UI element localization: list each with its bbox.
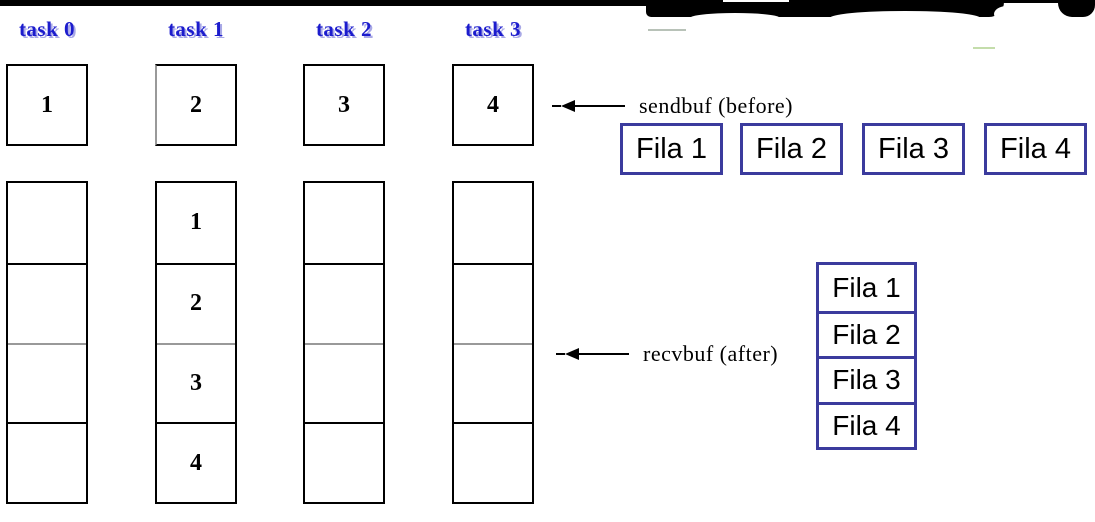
banner-line-right <box>640 0 1095 3</box>
task-1-label: task 1 <box>167 17 225 41</box>
fila-stack-cell-2: Fila 2 <box>819 310 914 357</box>
sendbuf-label: sendbuf (before) <box>639 93 793 118</box>
recv-cell <box>8 262 86 343</box>
recv-cell: 3 <box>157 342 235 423</box>
fila-3-box: Fila 3 <box>862 123 965 175</box>
recv-cell <box>305 262 383 343</box>
recv-cell: 2 <box>157 262 235 343</box>
fila-stack: Fila 1 Fila 2 Fila 3 Fila 4 <box>816 262 917 450</box>
arrow-shaft <box>575 105 625 107</box>
left-arrow-icon <box>556 353 565 355</box>
recv-cell <box>305 183 383 263</box>
recv-cell <box>454 422 532 502</box>
banner-bar-left <box>0 0 650 6</box>
banner-white-wave <box>830 11 980 25</box>
task-1-sendbuf-cell: 2 <box>155 64 237 146</box>
fila-stack-cell-3: Fila 3 <box>819 356 914 402</box>
task-3-label: task 3 <box>464 17 522 41</box>
task-0-recvbuf-column <box>6 181 88 504</box>
fila-stack-cell-1: Fila 1 <box>832 271 901 303</box>
artifact-dash <box>973 47 995 49</box>
arrow-shaft <box>579 353 629 355</box>
recv-cell <box>454 183 532 263</box>
banner-white-notch <box>723 0 789 2</box>
left-arrow-icon <box>565 348 579 360</box>
task-3-sendbuf-cell: 4 <box>452 64 534 146</box>
recvbuf-annotation: recvbuf (after) <box>556 341 779 366</box>
fila-stack-cell-4: Fila 4 <box>819 401 914 448</box>
task-0-sendbuf-cell: 1 <box>6 64 88 146</box>
left-arrow-icon <box>561 100 575 112</box>
recvbuf-label: recvbuf (after) <box>643 341 779 366</box>
recv-cell <box>8 183 86 263</box>
recv-cell <box>454 262 532 343</box>
artifact-dash <box>648 29 686 31</box>
sendbuf-annotation: sendbuf (before) <box>552 93 793 118</box>
banner-white-wave <box>994 6 1020 22</box>
banner-corner-blob <box>1058 0 1095 17</box>
fila-1-box: Fila 1 <box>620 123 723 175</box>
task-3-recvbuf-column <box>452 181 534 504</box>
recv-cell: 4 <box>157 422 235 502</box>
fila-4-box: Fila 4 <box>984 123 1087 175</box>
recv-cell: 1 <box>190 209 202 236</box>
task-2-recvbuf-column <box>303 181 385 504</box>
recv-cell <box>8 342 86 423</box>
task-0-label: task 0 <box>18 17 76 41</box>
task-2-label: task 2 <box>315 17 373 41</box>
banner-white-wave <box>690 13 780 23</box>
left-arrow-icon <box>552 105 561 107</box>
recv-cell <box>8 422 86 502</box>
fila-2-box: Fila 2 <box>740 123 843 175</box>
task-1-recvbuf-column: 1 2 3 4 <box>155 181 237 504</box>
task-2-sendbuf-cell: 3 <box>303 64 385 146</box>
recv-cell <box>454 342 532 423</box>
recv-cell <box>305 422 383 502</box>
recv-cell <box>305 342 383 423</box>
